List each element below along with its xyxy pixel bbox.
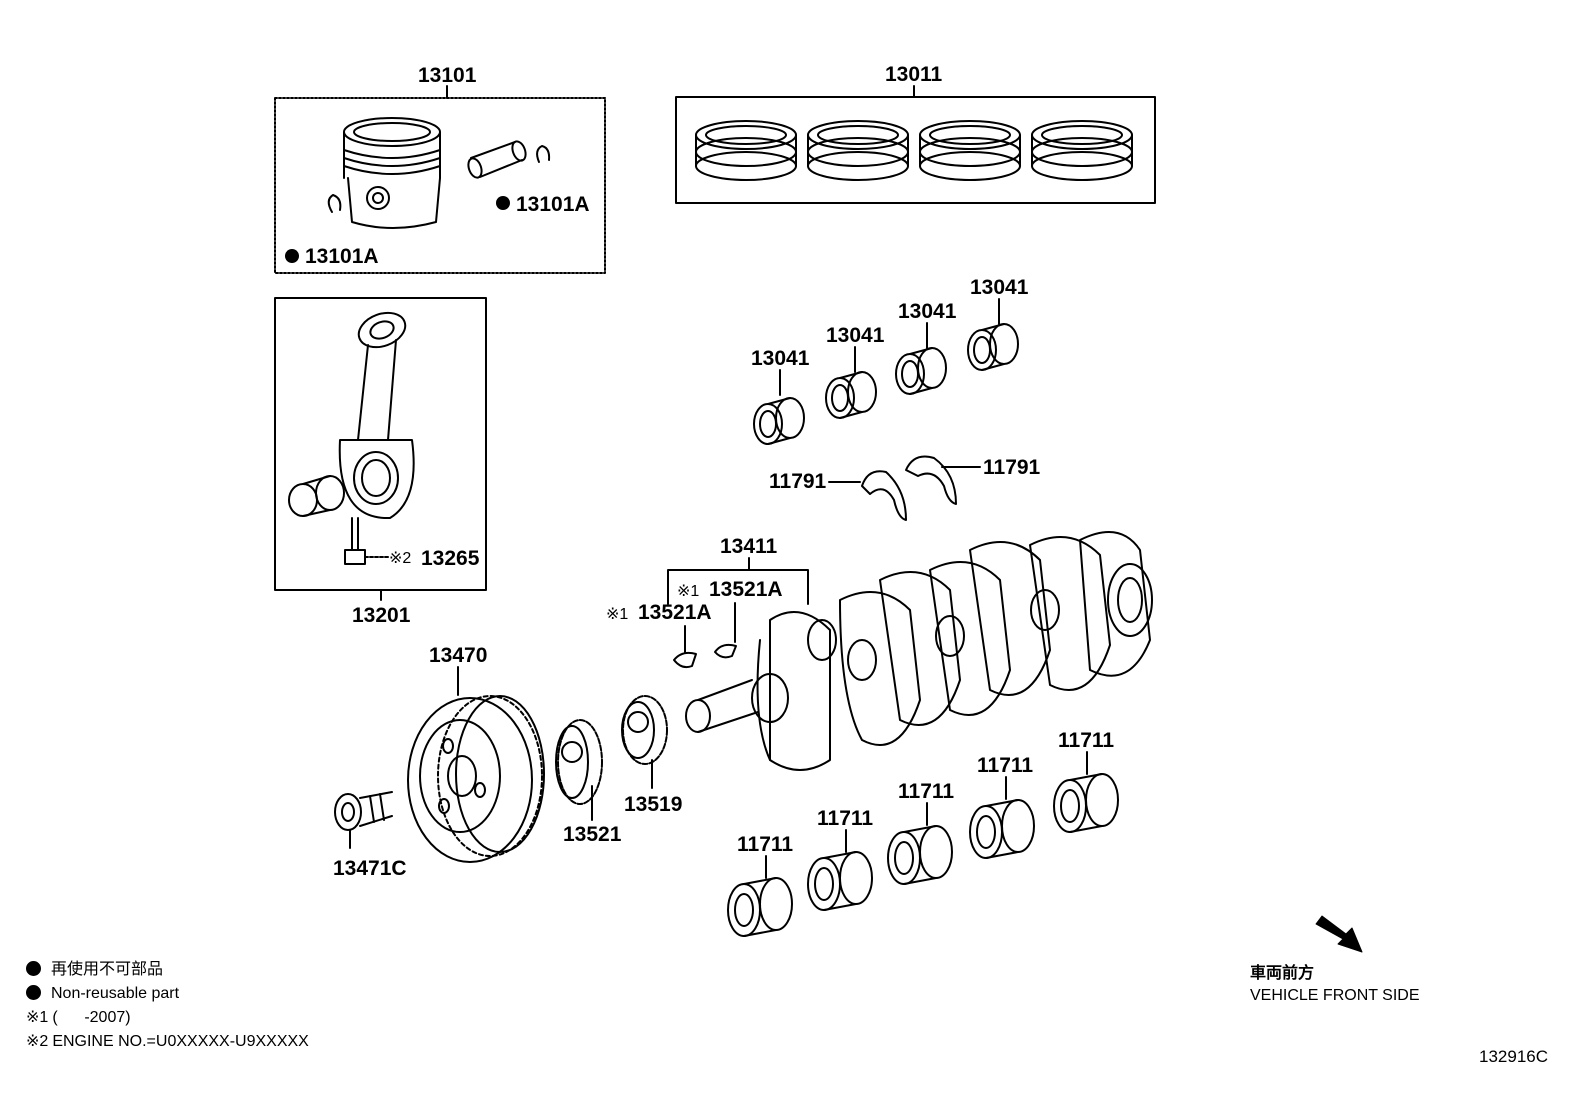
woodruff-key-icon [673,651,697,669]
main-bearing-label-2: 11711 [817,807,873,830]
legend-row-non-reusable-jp: 再使用不可部品 [26,958,309,982]
legend-text: 再使用不可部品 [51,961,164,978]
crank-gear-icon [621,695,668,765]
main-bearings-group: 11711 11711 11711 11711 11711 [727,729,1119,937]
pulley-group: 13470 13471C [333,644,545,880]
crank-gear-label: 13519 [624,793,682,816]
bearing-icon [1053,773,1119,833]
connecting-rod-group: 13201 ※2 13265 [274,297,487,627]
bearing-icon [807,851,873,911]
main-bearing-label-3: 11711 [898,780,954,803]
crankshaft-group: 13411 ※1 13521A ※1 13521A [606,531,1153,771]
key-upper-label: 13521A [709,578,783,601]
snap-ring-right-label: 13101A [516,193,590,216]
sprocket-group: 13521 13519 [555,695,682,846]
legend-text: ENGINE NO.=U0XXXXX-U9XXXXX [52,1033,309,1050]
crankshaft-label: 13411 [720,535,778,558]
woodruff-key-icon [714,643,737,659]
crank-pulley-icon [407,695,545,863]
piston-ring-label: 13011 [885,63,943,86]
bearing-icon [825,371,877,419]
rod-bearing-label-1: 13041 [751,347,810,370]
front-indicator-jp: 車両前方 [1250,965,1315,982]
legend-text: Non-reusable part [51,985,180,1002]
front-indicator-en: VEHICLE FRONT SIDE [1250,987,1420,1004]
legend-text: ( -2007) [52,1009,131,1026]
rod-bearing-icon [288,475,345,517]
note-mark: ※1 [26,1009,49,1026]
legend-row-note1: ※1( -2007) [26,1006,309,1030]
main-bearing-label-4: 11711 [977,754,1033,777]
snap-ring-icon [327,194,342,213]
rod-bearing-label-4: 13041 [970,276,1029,299]
rod-bearing-label-2: 13041 [826,324,885,347]
key-lower-label: 13521A [638,601,712,624]
bearing-icon [969,799,1035,859]
pulley-bolt-icon [334,791,393,849]
note-mark: ※2 [26,1033,49,1050]
connecting-rod-label: 13201 [352,604,411,627]
piston-ring-icon [695,120,797,181]
thrust-washers-group: 11791 11791 [769,455,1041,521]
pulley-bolt-label: 13471C [333,857,407,880]
front-indicator: 車両前方 VEHICLE FRONT SIDE [1250,963,1420,1007]
piston-set-group: 13101 13101A 13101A [274,64,606,274]
rod-bolt-note: ※2 [389,550,411,567]
thrust-washer-icon [861,470,907,521]
piston-ring-icon [919,120,1021,181]
rod-bearings-group: 13041 13041 13041 13041 [751,276,1029,445]
piston-pin-icon [467,140,527,179]
crank-sprocket-icon [555,719,603,805]
bearing-icon [753,397,805,445]
rod-bolt-label: 13265 [421,547,480,570]
legend-row-non-reusable-en: Non-reusable part [26,982,309,1006]
crank-sprocket-label: 13521 [563,823,622,846]
piston-ring-group: 13011 [675,63,1156,204]
thrust-washer-right-label: 11791 [983,456,1041,479]
piston-ring-icon [1031,120,1133,181]
bearing-icon [967,323,1019,371]
image-code: 132916C [1479,1047,1549,1066]
bullet-icon [26,961,41,976]
piston-set-label: 13101 [418,64,477,87]
snap-ring-icon [536,145,551,163]
connecting-rod-icon [338,311,415,520]
pulley-label: 13470 [429,644,487,667]
piston-set-box [274,97,606,274]
piston-ring-icon [807,120,909,181]
front-direction-arrow-icon [1315,915,1363,953]
rod-bolt-icon [344,517,366,565]
bullet-icon [26,985,41,1000]
crankshaft-icon [685,531,1153,771]
snap-ring-left-label: 13101A [305,245,379,268]
main-bearing-label-1: 11711 [737,833,793,856]
thrust-washer-left-label: 11791 [769,470,827,493]
thrust-washer-icon [905,455,957,505]
bearing-icon [895,347,947,395]
rod-bearing-label-3: 13041 [898,300,957,323]
bearing-icon [887,825,953,885]
bearing-icon [727,877,793,937]
piston-icon [343,117,441,229]
main-bearing-label-5: 11711 [1058,729,1114,752]
key-upper-note: ※1 [677,583,699,600]
key-lower-note: ※1 [606,606,628,623]
piston-ring-box [675,96,1156,204]
